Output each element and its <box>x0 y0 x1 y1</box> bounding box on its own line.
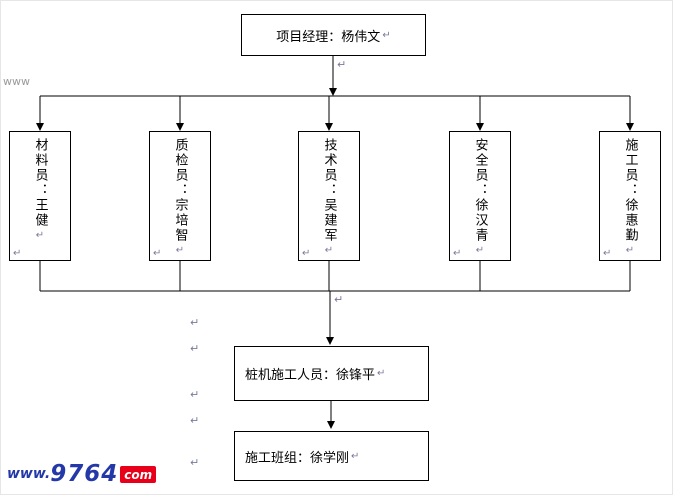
paragraph-mark: ↵ <box>190 414 200 427</box>
manager-box: 项目经理：杨伟文 ↵ <box>241 14 426 56</box>
paragraph-mark: ↵ <box>351 450 360 462</box>
paragraph-mark: ↵ <box>35 230 45 241</box>
paragraph-mark: ↵ <box>382 29 391 41</box>
dept-label: 质检员：宗培智 <box>172 138 188 243</box>
watermark-www-text: www <box>3 75 30 88</box>
site-logo-watermark: www. 9764 com <box>7 461 157 487</box>
paragraph-mark: ↵ <box>453 248 462 259</box>
construction-clerk-box: 施工员：徐惠勤 ↵ ↵ <box>599 131 661 261</box>
quality-inspector-box: 质检员：宗培智 ↵ ↵ <box>149 131 211 261</box>
paragraph-mark: ↵ <box>475 245 485 256</box>
paragraph-mark: ↵ <box>625 245 635 256</box>
paragraph-mark: ↵ <box>377 368 386 379</box>
arrowhead-manager <box>329 88 337 96</box>
paragraph-mark: ↵ <box>190 456 200 469</box>
paragraph-mark: ↵ <box>334 293 344 306</box>
paragraph-mark: ↵ <box>603 248 612 259</box>
paragraph-mark: ↵ <box>13 248 22 259</box>
pile-crew-box: 桩机施工人员：徐锋平 ↵ <box>234 346 429 401</box>
dept-label: 技术员：吴建军 <box>321 138 337 243</box>
technician-box: 技术员：吴建军 ↵ ↵ <box>298 131 360 261</box>
dept-label: 材料员：王健 <box>32 138 48 228</box>
paragraph-mark: ↵ <box>190 388 200 401</box>
construction-team-box: 施工班组：徐学刚 ↵ <box>234 431 429 481</box>
paragraph-mark: ↵ <box>190 342 200 355</box>
materials-clerk-box: 材料员：王健 ↵ ↵ <box>9 131 71 261</box>
paragraph-mark: ↵ <box>337 58 347 71</box>
paragraph-mark: ↵ <box>302 248 311 259</box>
paragraph-mark: ↵ <box>153 248 162 259</box>
dept-label: 施工员：徐惠勤 <box>622 138 638 243</box>
logo-com-badge: com <box>120 465 157 483</box>
logo-number-text: 9764 <box>50 461 119 487</box>
manager-label: 项目经理：杨伟文 <box>276 29 381 45</box>
logo-www-text: www. <box>7 466 51 482</box>
dept-label: 安全员：徐汉青 <box>472 138 488 243</box>
paragraph-mark: ↵ <box>175 245 185 256</box>
pile-crew-label: 桩机施工人员：徐锋平 <box>245 368 376 383</box>
construction-team-label: 施工班组：徐学刚 <box>245 450 350 466</box>
paragraph-mark: ↵ <box>190 316 200 329</box>
safety-officer-box: 安全员：徐汉青 ↵ ↵ <box>449 131 511 261</box>
paragraph-mark: ↵ <box>324 245 334 256</box>
